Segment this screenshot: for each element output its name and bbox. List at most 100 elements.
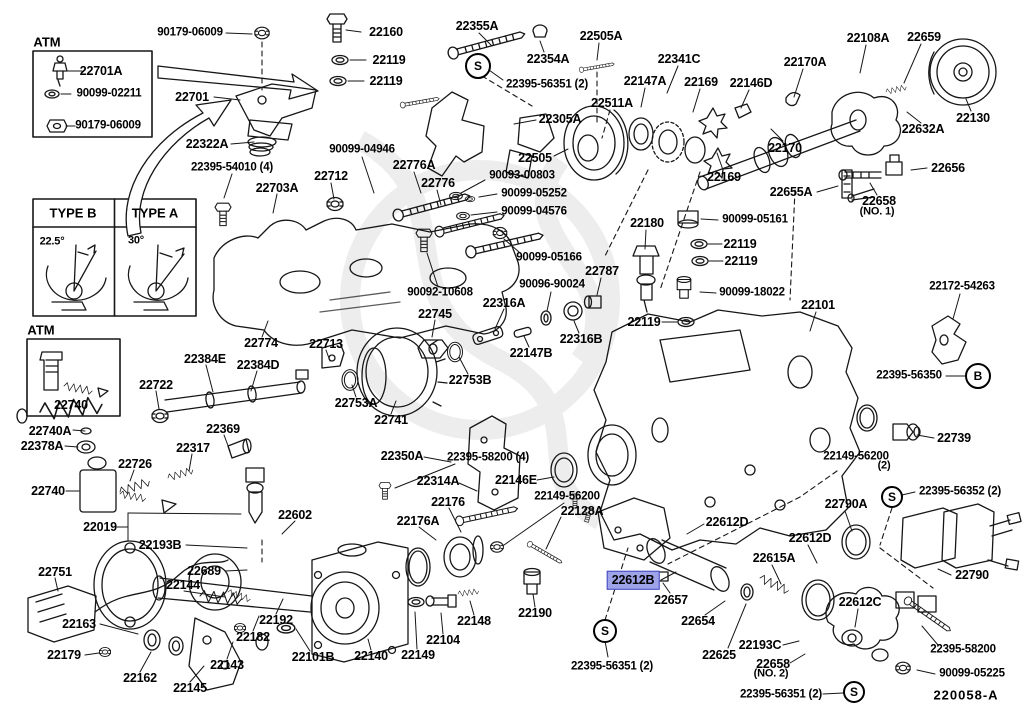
callout-s-circle[interactable]: S: [593, 619, 617, 643]
part-label[interactable]: 22615A: [752, 550, 796, 565]
part-label[interactable]: 22119: [372, 52, 406, 67]
part-label[interactable]: 22145: [173, 680, 207, 695]
part-label[interactable]: 22656: [931, 160, 965, 175]
part-label[interactable]: 22305A: [538, 111, 582, 126]
part-label[interactable]: 22355A: [455, 18, 499, 33]
part-label[interactable]: 90099-04946: [329, 143, 395, 156]
part-label[interactable]: 22378A: [20, 438, 64, 453]
part-label[interactable]: 90099-05252: [501, 187, 567, 200]
part-label[interactable]: 22701A: [79, 63, 123, 78]
part-label[interactable]: 22612D: [705, 514, 749, 529]
part-label[interactable]: 22341C: [657, 51, 701, 66]
part-label[interactable]: 22712: [314, 168, 348, 183]
part-label[interactable]: 22751: [38, 564, 72, 579]
part-label[interactable]: 22395-58200 (4): [446, 451, 530, 464]
part-label[interactable]: 90092-10608: [407, 286, 473, 299]
part-label[interactable]: 22776: [421, 175, 455, 190]
part-label[interactable]: 22119: [369, 73, 403, 88]
part-label[interactable]: 22180: [630, 215, 664, 230]
part-label[interactable]: 22658: [756, 656, 790, 671]
part-label[interactable]: 22316B: [559, 331, 603, 346]
part-label[interactable]: 22104: [426, 632, 460, 647]
part-label[interactable]: 22170: [768, 140, 802, 155]
callout-b-circle[interactable]: B: [965, 363, 991, 389]
callout-s-circle[interactable]: S: [465, 53, 491, 79]
part-label[interactable]: 22395-56351 (2): [505, 78, 589, 91]
part-label[interactable]: 22739: [937, 430, 971, 445]
part-label[interactable]: 22774: [244, 335, 278, 350]
part-label[interactable]: 22655A: [769, 184, 813, 199]
part-label[interactable]: 22314A: [416, 473, 460, 488]
part-label[interactable]: 22322A: [185, 136, 229, 151]
part-label[interactable]: 22726: [118, 456, 152, 471]
part-label[interactable]: 22144: [166, 577, 200, 592]
part-label[interactable]: 22505A: [579, 28, 623, 43]
part-label[interactable]: 22776A: [392, 157, 436, 172]
part-label[interactable]: 22659: [907, 29, 941, 44]
part-label[interactable]: 22169: [684, 74, 718, 89]
part-label[interactable]: 22369: [206, 421, 240, 436]
part-label[interactable]: 22612D: [788, 530, 832, 545]
part-label[interactable]: 22703A: [255, 180, 299, 195]
part-label[interactable]: 22505: [518, 150, 552, 165]
part-label[interactable]: 22149-56200: [534, 490, 600, 503]
part-label[interactable]: 22753A: [334, 395, 378, 410]
part-label[interactable]: 22163: [62, 616, 96, 631]
part-label[interactable]: 22101B: [291, 649, 335, 664]
part-label[interactable]: 22316A: [482, 295, 526, 310]
part-label[interactable]: 22395-54010 (4): [190, 161, 274, 174]
part-label[interactable]: 22384E: [184, 351, 226, 366]
part-label[interactable]: 90179-06009: [157, 26, 223, 39]
part-label[interactable]: 22395-56352 (2): [918, 485, 1002, 498]
part-label[interactable]: 22147A: [623, 73, 667, 88]
part-label[interactable]: 22108A: [846, 30, 890, 45]
part-label[interactable]: 90179-06009: [75, 119, 141, 132]
part-label[interactable]: 22176A: [396, 513, 440, 528]
part-label[interactable]: 22172-54263: [929, 280, 995, 293]
part-label[interactable]: 22148: [457, 613, 491, 628]
part-label[interactable]: 22753B: [448, 372, 492, 387]
part-label[interactable]: 22119: [627, 314, 661, 329]
callout-s-circle[interactable]: S: [881, 486, 903, 508]
part-label[interactable]: 22790A: [824, 496, 868, 511]
part-label[interactable]: 22193C: [738, 637, 782, 652]
part-label-highlighted[interactable]: 22612B: [606, 570, 660, 590]
part-label[interactable]: 22350A: [380, 448, 424, 463]
part-label[interactable]: 22713: [309, 336, 343, 351]
part-label[interactable]: 22182: [236, 629, 270, 644]
part-label[interactable]: 22790: [955, 567, 989, 582]
part-label[interactable]: 22140: [354, 648, 388, 663]
part-label[interactable]: 22395-56350: [876, 369, 942, 382]
part-label[interactable]: 90099-04576: [501, 205, 567, 218]
part-label[interactable]: 22143: [210, 657, 244, 672]
part-label[interactable]: 22162: [123, 670, 157, 685]
part-label[interactable]: 22354A: [526, 51, 570, 66]
part-label[interactable]: 22625: [702, 647, 736, 662]
part-label[interactable]: 22146D: [729, 75, 773, 90]
part-label[interactable]: 22745: [418, 306, 452, 321]
part-label[interactable]: 22119: [723, 236, 757, 251]
part-label[interactable]: 22632A: [901, 121, 945, 136]
part-label[interactable]: 22741: [374, 412, 408, 427]
part-label[interactable]: 22657: [654, 592, 688, 607]
part-label[interactable]: 90099-05225: [939, 667, 1005, 680]
part-label[interactable]: 22179: [47, 647, 81, 662]
part-label[interactable]: 90099-05161: [722, 213, 788, 226]
part-label[interactable]: 22689: [187, 563, 221, 578]
part-label[interactable]: 22740: [54, 397, 88, 412]
part-label[interactable]: 22193B: [138, 537, 182, 552]
part-label[interactable]: 22612C: [838, 594, 882, 609]
part-label[interactable]: 22170A: [783, 54, 827, 69]
part-label[interactable]: 22190: [518, 605, 552, 620]
part-label[interactable]: 22130: [956, 110, 990, 125]
part-label[interactable]: 22395-56351 (2): [570, 660, 654, 673]
part-label[interactable]: 22511A: [591, 95, 633, 110]
part-label[interactable]: 22146E: [495, 472, 537, 487]
part-label[interactable]: 22317: [176, 440, 210, 455]
part-label[interactable]: 22740A: [28, 423, 72, 438]
part-label[interactable]: 90099-02211: [76, 87, 142, 100]
part-label[interactable]: 22384D: [236, 357, 280, 372]
part-label[interactable]: 22740: [31, 483, 65, 498]
part-label[interactable]: 90099-05166: [516, 251, 582, 264]
part-label[interactable]: 22101: [801, 297, 835, 312]
